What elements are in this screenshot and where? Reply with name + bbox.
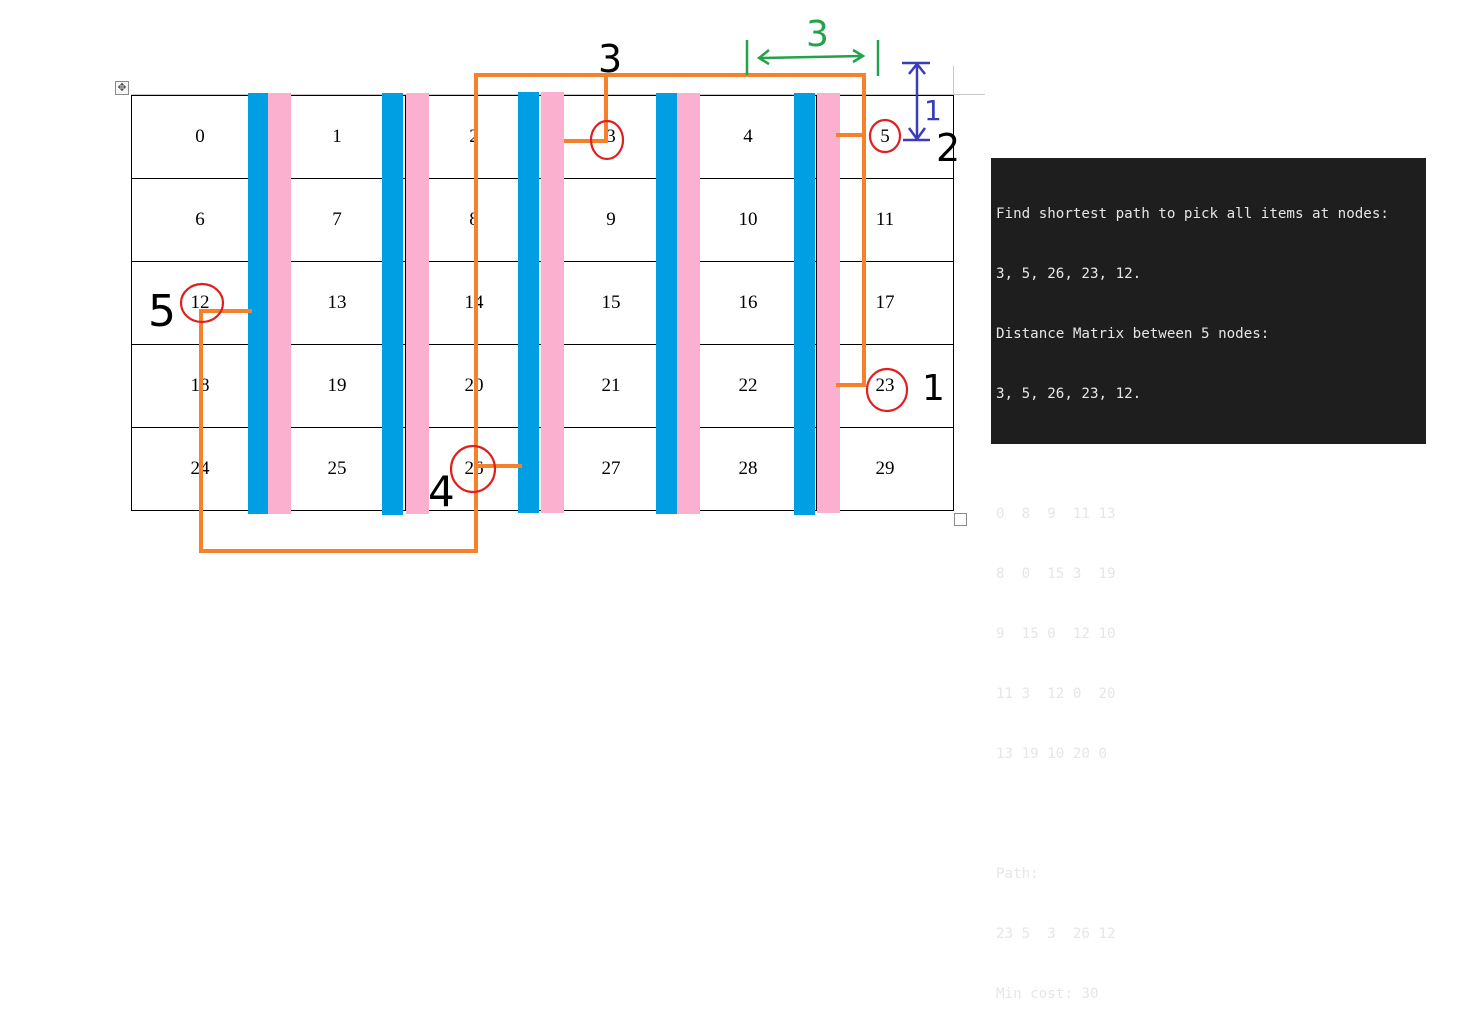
- aisle-width-marker: [745, 40, 880, 76]
- table-right-guide-line: [953, 66, 954, 96]
- console-line: Min cost: 30: [996, 986, 1099, 1002]
- aisle-blue-strip: [794, 93, 815, 515]
- console-line: Distance Matrix between 5 nodes:: [996, 326, 1270, 342]
- circle-node-26: [449, 444, 497, 494]
- width-label: 3: [806, 14, 829, 55]
- height-label: 1: [924, 94, 942, 127]
- console-line: Find shortest path to pick all items at …: [996, 206, 1389, 222]
- grid-cell: 0: [131, 95, 269, 179]
- console-line: 3, 5, 26, 23, 12.: [996, 266, 1142, 282]
- aisle-pink-strip: [677, 93, 700, 514]
- aisle-blue-strip: [382, 93, 403, 515]
- console-line: Path:: [996, 866, 1039, 882]
- console-line: 13 19 10 20 0: [996, 746, 1108, 762]
- console-line: 3, 5, 26, 23, 12.: [996, 386, 1142, 402]
- order-label-node-3: 3: [598, 37, 622, 81]
- circle-node-12: [179, 282, 225, 324]
- path-segment-23-to-5: [199, 73, 866, 553]
- aisle-blue-strip: [518, 92, 539, 513]
- grid-cell: 12: [131, 261, 269, 345]
- row-height-marker: [902, 61, 930, 142]
- console-line: 11 3 12 0 20: [996, 686, 1116, 702]
- annotation-overlay: 3 1 3 2 1 4 5: [148, 14, 960, 553]
- console-line: [996, 804, 1426, 824]
- aisle-pink-strip: [268, 93, 291, 514]
- grid-cell: 6: [131, 178, 269, 262]
- table-move-handle-icon[interactable]: ✥: [115, 81, 129, 95]
- console-line: 0 8 9 11 13: [996, 506, 1116, 522]
- order-label-node-12: 5: [148, 286, 176, 337]
- console-line: 8 0 15 3 19: [996, 566, 1116, 582]
- aisle-pink-strip: [817, 93, 840, 513]
- aisle-pink-strip: [406, 93, 429, 514]
- console-line: 9 15 0 12 10: [996, 626, 1116, 642]
- path-segment-3: [564, 73, 608, 143]
- aisle-blue-strip: [656, 93, 677, 514]
- circle-node-23: [865, 367, 909, 413]
- console-line: 23 5 3 26 12: [996, 926, 1116, 942]
- order-label-node-26: 4: [428, 467, 455, 516]
- aisle-blue-strip: [248, 93, 269, 514]
- order-label-node-5: 2: [936, 126, 960, 170]
- circle-node-5: [868, 118, 902, 154]
- circle-node-3: [589, 119, 625, 161]
- aisle-pink-strip: [541, 92, 564, 513]
- table-resize-handle[interactable]: [954, 513, 967, 526]
- console-line: [996, 444, 1426, 464]
- console-output-panel: Find shortest path to pick all items at …: [991, 158, 1426, 1002]
- pick-node-circles: [179, 118, 909, 494]
- pick-path: [199, 73, 866, 553]
- order-label-node-23: 1: [922, 368, 945, 409]
